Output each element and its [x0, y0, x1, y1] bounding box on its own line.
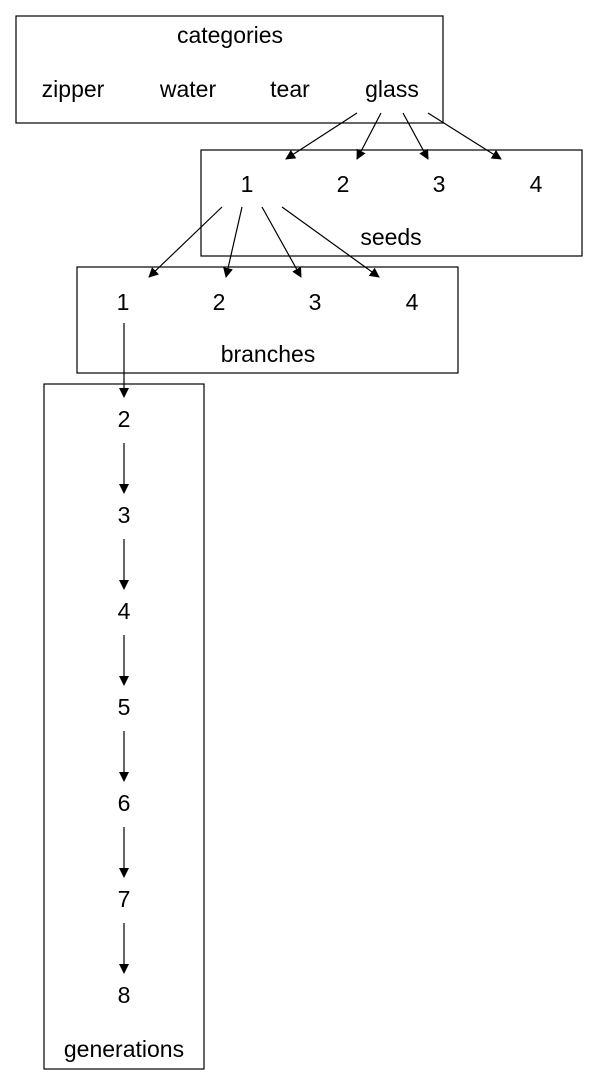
generation-7: 7 — [118, 886, 131, 912]
generations-box: 2 3 4 5 6 7 8 generations — [43, 383, 205, 1070]
generation-3: 3 — [118, 502, 131, 528]
branch-3: 3 — [309, 289, 322, 315]
seed-4: 4 — [530, 171, 543, 197]
branch-1: 1 — [117, 289, 130, 315]
arrow-seed-1-to-branch-1 — [148, 206, 223, 278]
generation-4: 4 — [118, 598, 131, 624]
seed-3: 3 — [433, 171, 446, 197]
generation-2: 2 — [118, 406, 131, 432]
category-water: water — [159, 76, 217, 102]
branches-title: branches — [221, 341, 316, 367]
arrow-glass-to-seed-1 — [285, 112, 358, 160]
seed-2: 2 — [337, 171, 350, 197]
generation-6: 6 — [118, 790, 131, 816]
seed-1: 1 — [241, 171, 254, 197]
generation-8: 8 — [118, 982, 131, 1008]
categories-box: categories zipper water tear glass — [15, 15, 444, 124]
branch-2: 2 — [213, 289, 226, 315]
generation-5: 5 — [118, 694, 131, 720]
arrow-glass-to-seed-2 — [356, 112, 382, 160]
branches-box: 1 2 3 4 branches — [76, 266, 459, 374]
categories-title: categories — [177, 22, 283, 48]
generations-title: generations — [64, 1036, 184, 1062]
seeds-title: seeds — [360, 224, 421, 250]
arrow-seed-1-to-branch-2 — [223, 206, 243, 278]
arrow-seed-1-to-branch-3 — [261, 206, 302, 278]
arrow-seed-1-to-branch-4 — [281, 206, 380, 278]
category-glass: glass — [365, 76, 419, 102]
seeds-box: 1 2 3 4 seeds — [200, 149, 583, 257]
category-zipper: zipper — [42, 76, 105, 102]
arrow-glass-to-seed-3 — [402, 112, 429, 160]
category-tear: tear — [270, 76, 310, 102]
branch-4: 4 — [406, 289, 419, 315]
arrow-glass-to-seed-4 — [427, 112, 502, 160]
